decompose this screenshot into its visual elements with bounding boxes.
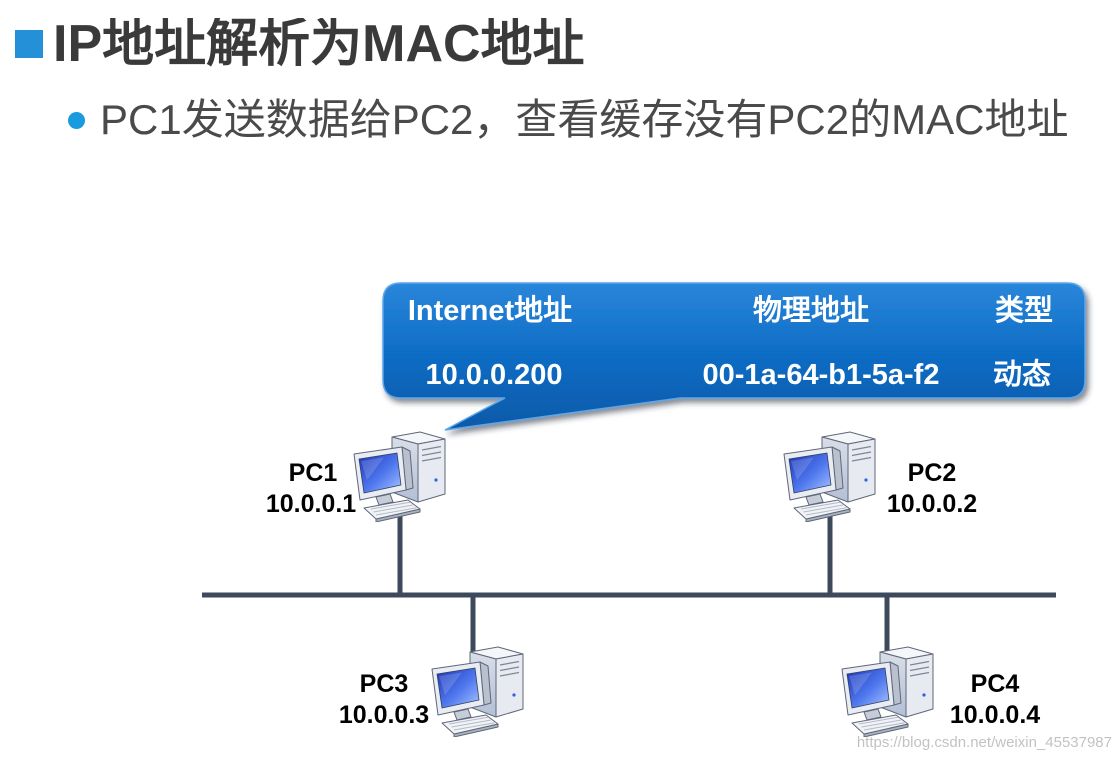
callout-bubble (382, 282, 1086, 431)
bullet-point-text: PC1发送数据给PC2，查看缓存没有PC2的MAC地址 (100, 96, 1069, 143)
pc3-computer-icon (431, 646, 524, 737)
arp-cache-callout: Internet地址 物理地址 类型 10.0.0.200 00-1a-64-b… (382, 282, 1086, 431)
pc2-name: PC2 (908, 459, 957, 487)
arp-entry-mac: 00-1a-64-b1-5a-f2 (703, 359, 940, 391)
arp-entry-type: 动态 (993, 358, 1051, 391)
pc1-name: PC1 (289, 459, 338, 487)
pc4-name: PC4 (971, 670, 1020, 698)
pc4-label: PC4 10.0.0.4 (950, 670, 1040, 729)
arp-header-type: 类型 (995, 294, 1053, 327)
arp-cache-header-row: Internet地址 物理地址 类型 (408, 294, 1053, 327)
pc2-ip: 10.0.0.2 (887, 490, 977, 518)
slide-title: IP地址解析为MAC地址 (15, 12, 585, 76)
pc3-label: PC3 10.0.0.3 (339, 670, 429, 729)
pc1-ip: 10.0.0.1 (266, 490, 356, 518)
pc2-label: PC2 10.0.0.2 (887, 459, 977, 518)
pc2-computer-icon (783, 431, 876, 522)
pc1-computer-icon (353, 431, 446, 522)
slide-title-text: IP地址解析为MAC地址 (53, 18, 585, 70)
watermark-url: https://blog.csdn.net/weixin_45537987 (857, 734, 1112, 751)
arp-cache-entry-row: 10.0.0.200 00-1a-64-b1-5a-f2 动态 (425, 358, 1051, 391)
bullet-point: PC1发送数据给PC2，查看缓存没有PC2的MAC地址 (68, 96, 1068, 144)
arp-entry-ip: 10.0.0.200 (425, 359, 562, 391)
pc1-label: PC1 10.0.0.1 (266, 459, 356, 518)
circle-bullet-icon (68, 111, 85, 129)
pc4-computer-icon (841, 646, 934, 737)
pc3-ip: 10.0.0.3 (339, 701, 429, 729)
network-links (202, 512, 1056, 658)
pc3-name: PC3 (360, 670, 409, 698)
pc4-ip: 10.0.0.4 (950, 701, 1040, 729)
square-bullet-icon (15, 30, 43, 58)
arp-header-physical-address: 物理地址 (753, 294, 869, 327)
arp-header-internet-address: Internet地址 (408, 294, 572, 327)
